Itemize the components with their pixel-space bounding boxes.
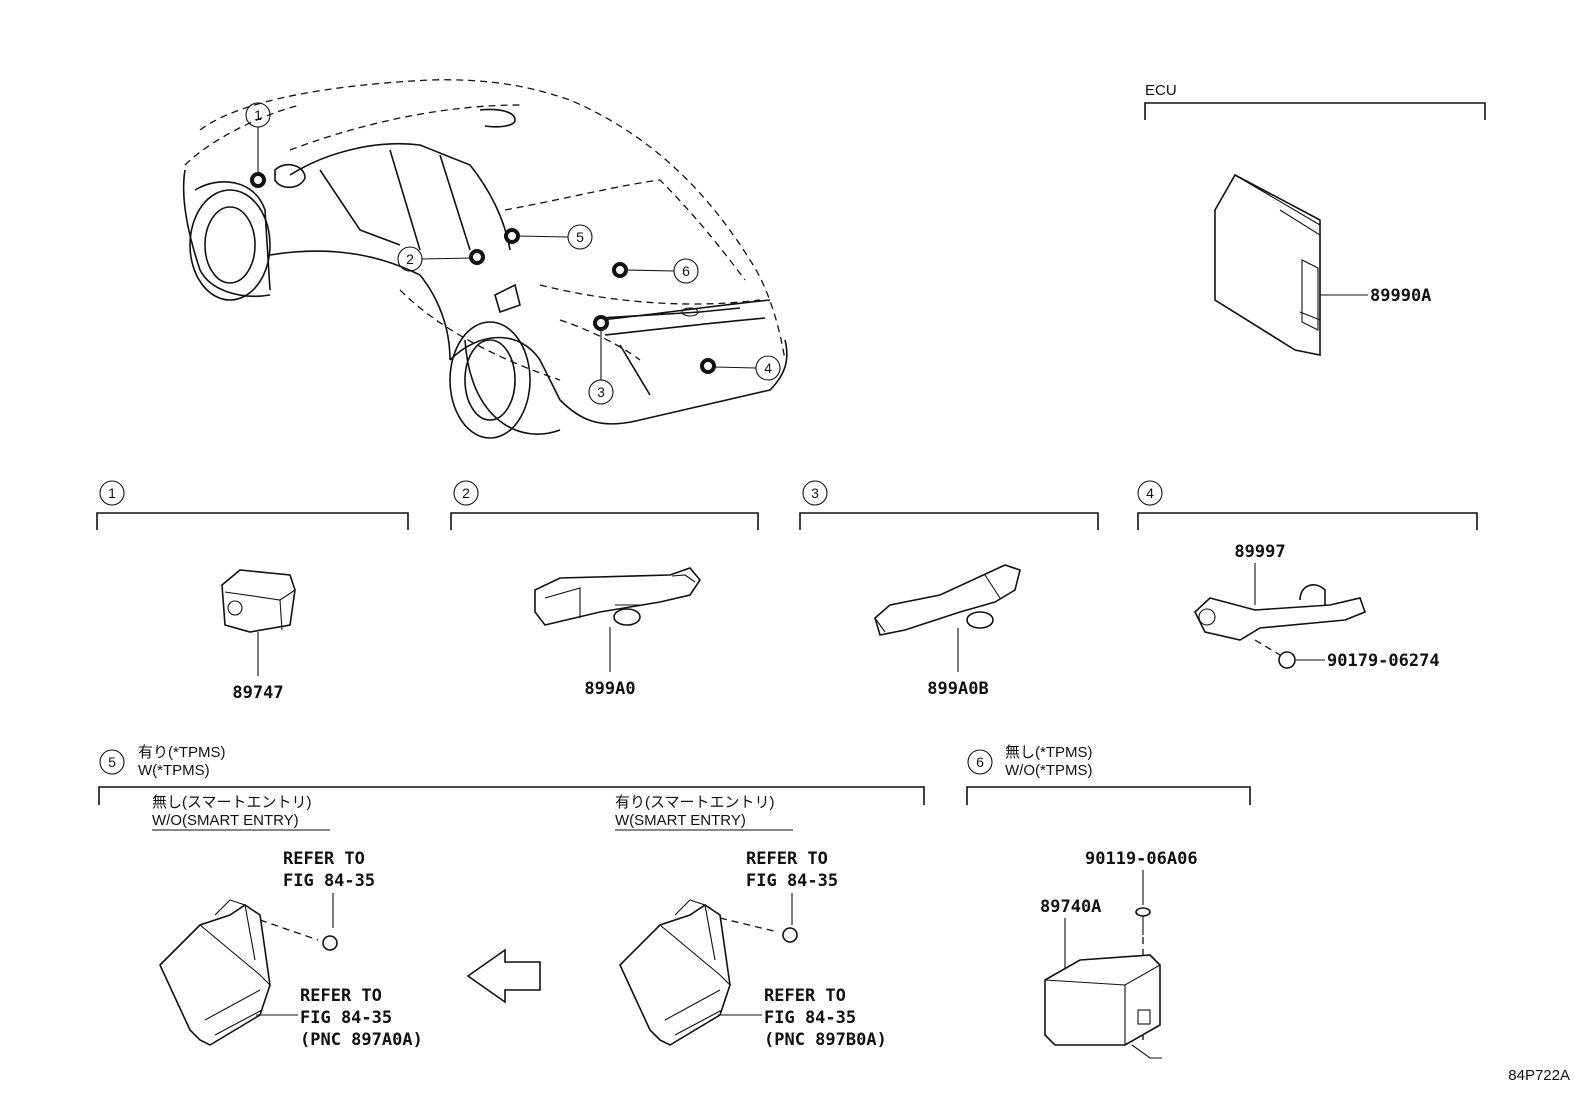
marker-6 bbox=[612, 262, 628, 278]
left-refer-b-line1: REFER TO bbox=[300, 986, 382, 1006]
ecu-module-drawing bbox=[1214, 173, 1321, 356]
callout-2: 2 bbox=[406, 251, 414, 267]
part-90119-06A06: 90119-06A06 bbox=[1085, 849, 1198, 869]
section-4: 4 89997 90179-06274 bbox=[1137, 480, 1478, 671]
antenna-module-drawing bbox=[221, 569, 296, 633]
left-refer-a-line1: REFER TO bbox=[283, 849, 365, 869]
section-6-condition-jp: 無し(*TPMS) bbox=[1005, 744, 1093, 761]
callout-1: 1 bbox=[254, 107, 262, 123]
right-refer-b-line1: REFER TO bbox=[764, 986, 846, 1006]
section-6: 6 無し(*TPMS) W/O(*TPMS) 90119-06A06 89740… bbox=[966, 744, 1251, 1059]
section-3: 3 899A0B bbox=[799, 480, 1099, 699]
right-refer-b-line2: FIG 84-35 bbox=[764, 1008, 856, 1028]
ecu-title: ECU bbox=[1145, 82, 1177, 99]
section-5-number: 5 bbox=[108, 754, 116, 770]
part-89740A: 89740A bbox=[1040, 897, 1101, 917]
section-5: 5 有り(*TPMS) W(*TPMS) 無し(スマートエントリ) W/O(SM… bbox=[98, 744, 925, 1050]
diagram-code: 84P722A bbox=[1508, 1067, 1570, 1084]
right-condition-jp: 有り(スマートエントリ) bbox=[615, 794, 775, 811]
marker-2 bbox=[469, 249, 485, 265]
section-1: 1 89747 bbox=[96, 480, 409, 703]
right-bolt-drawing bbox=[782, 927, 798, 943]
left-receiver-drawing bbox=[159, 899, 271, 1046]
section-2-number: 2 bbox=[462, 485, 470, 501]
bracket-89997-drawing bbox=[1194, 584, 1367, 641]
ecu-section: ECU 89990A bbox=[1144, 82, 1486, 356]
left-refer-a-line2: FIG 84-35 bbox=[283, 871, 375, 891]
sensor-899A0-drawing bbox=[534, 567, 701, 626]
clip-drawing bbox=[1278, 651, 1296, 669]
part-90179-06274: 90179-06274 bbox=[1327, 651, 1440, 671]
sensor-899A0B-drawing bbox=[874, 564, 1021, 636]
vehicle-illustration bbox=[182, 79, 788, 439]
callout-3: 3 bbox=[597, 384, 605, 400]
left-condition-jp: 無し(スマートエントリ) bbox=[152, 794, 312, 811]
bolt-90119-drawing bbox=[1135, 907, 1151, 935]
left-condition-en: W/O(SMART ENTRY) bbox=[152, 812, 299, 829]
marker-5 bbox=[504, 228, 520, 244]
section-4-number: 4 bbox=[1146, 485, 1154, 501]
marker-4 bbox=[700, 358, 716, 374]
section-2: 2 899A0 bbox=[450, 480, 759, 699]
marker-1 bbox=[250, 172, 266, 188]
callout-4: 4 bbox=[764, 360, 772, 376]
callout-5: 5 bbox=[576, 229, 584, 245]
section-6-number: 6 bbox=[976, 754, 984, 770]
right-refer-a-line1: REFER TO bbox=[746, 849, 828, 869]
module-89740A-drawing bbox=[1044, 954, 1162, 1059]
right-condition-en: W(SMART ENTRY) bbox=[615, 812, 746, 829]
part-899A0B: 899A0B bbox=[927, 679, 988, 699]
right-refer-a-line2: FIG 84-35 bbox=[746, 871, 838, 891]
part-89990A: 89990A bbox=[1370, 286, 1431, 306]
callout-circle-1 bbox=[245, 102, 271, 128]
callout-markers: 1 2 3 4 5 6 bbox=[245, 102, 781, 405]
section-6-condition-en: W/O(*TPMS) bbox=[1005, 762, 1093, 779]
part-89997: 89997 bbox=[1234, 542, 1285, 562]
part-89747: 89747 bbox=[232, 683, 283, 703]
section-1-number: 1 bbox=[108, 485, 116, 501]
callout-6: 6 bbox=[682, 263, 690, 279]
marker-3 bbox=[593, 315, 609, 331]
left-refer-b-line3: (PNC 897A0A) bbox=[300, 1030, 423, 1050]
right-refer-b-line3: (PNC 897B0A) bbox=[764, 1030, 887, 1050]
left-arrow-icon bbox=[466, 948, 541, 1004]
section-5-condition-jp: 有り(*TPMS) bbox=[138, 744, 226, 761]
part-899A0: 899A0 bbox=[584, 679, 635, 699]
left-refer-b-line2: FIG 84-35 bbox=[300, 1008, 392, 1028]
section-3-number: 3 bbox=[811, 485, 819, 501]
right-receiver-drawing bbox=[619, 899, 731, 1046]
section-5-condition-en: W(*TPMS) bbox=[138, 762, 210, 779]
left-bolt-drawing bbox=[322, 935, 338, 951]
